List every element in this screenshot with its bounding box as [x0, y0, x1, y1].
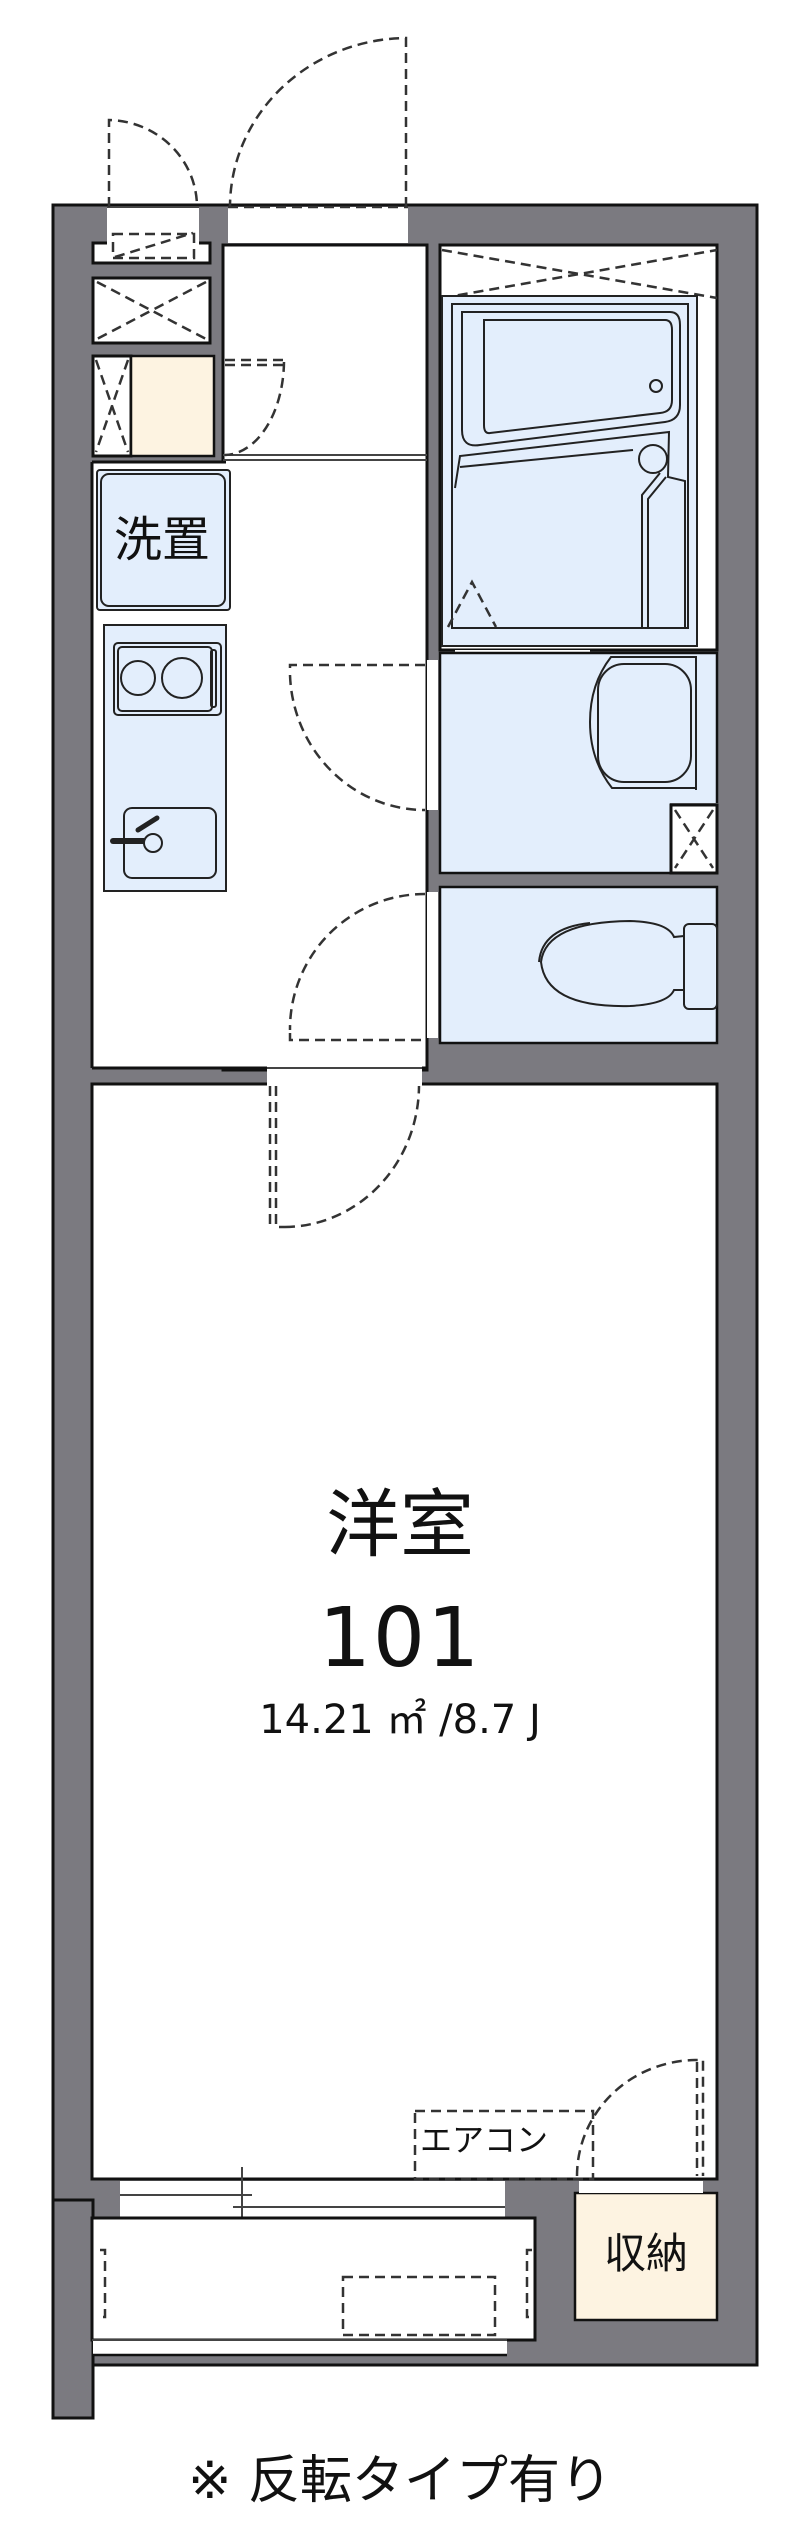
storage-closet	[573, 2181, 719, 2322]
main-room	[90, 1066, 719, 2181]
room-area-label: 14.21 ㎡ /8.7 J	[259, 1697, 541, 1743]
kitchen-counter	[103, 624, 227, 892]
washer-space-label: 洗置	[113, 512, 210, 568]
toilet-door-swing	[288, 892, 426, 1042]
entrance-door-swing	[228, 36, 408, 208]
air-conditioner-outline	[413, 2109, 595, 2181]
air-conditioner-label: エアコン	[420, 2121, 549, 2159]
shoe-cabinet	[91, 276, 212, 345]
washroom-door-swing	[288, 663, 426, 812]
meter-door-swing	[107, 118, 199, 208]
reverse-type-footnote: ※ 反転タイプ有り	[187, 2451, 613, 2511]
entrance-area	[107, 205, 408, 243]
meter-box	[91, 226, 212, 265]
bathroom	[438, 243, 719, 655]
storage-label: 収納	[603, 2229, 688, 2278]
entry-closet	[91, 354, 216, 458]
washer-space	[96, 469, 231, 611]
toilet	[427, 885, 719, 1045]
washroom	[427, 651, 719, 875]
storage-door-swing	[575, 2058, 705, 2177]
room-type-label: 洋室	[326, 1482, 474, 1568]
window	[120, 2167, 505, 2229]
balcony	[90, 2216, 537, 2357]
room-number-label: 101	[318, 1591, 482, 1686]
